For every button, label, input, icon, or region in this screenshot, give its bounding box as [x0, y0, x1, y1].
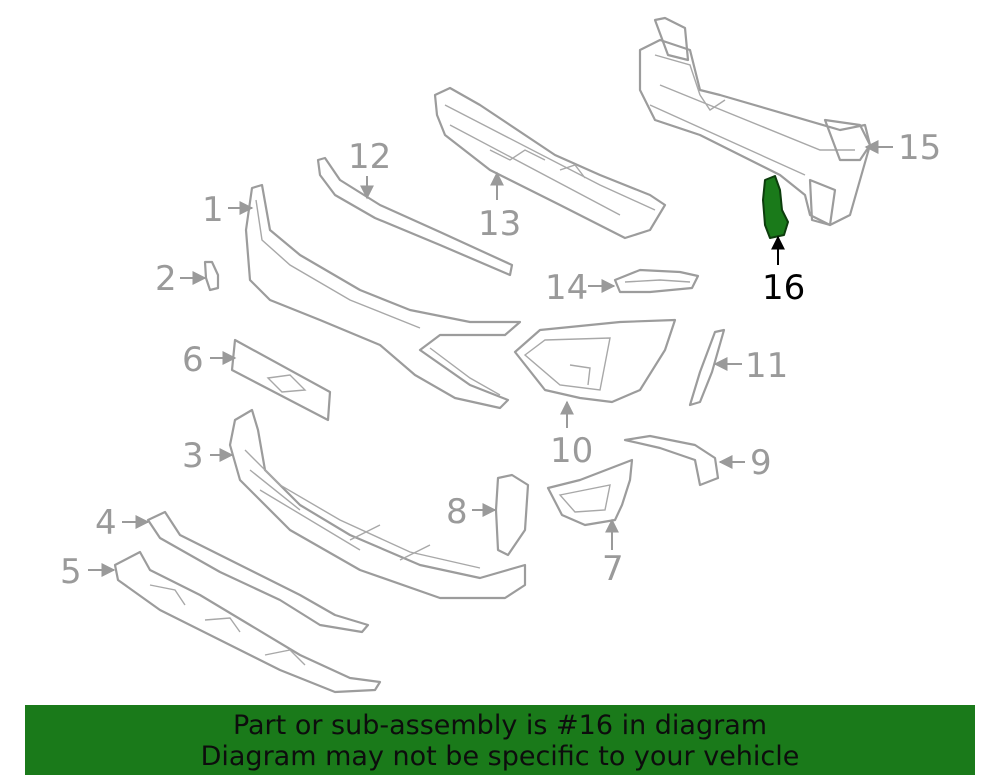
callout-numbers: 1 2 3 4 5 6 7 8 9 10 11 12 13 14 15 16	[60, 128, 941, 592]
part-2-clip	[203, 260, 220, 292]
callout-4: 4	[95, 503, 117, 543]
callout-14: 14	[545, 268, 588, 308]
callout-6: 6	[182, 340, 204, 380]
part-9-side-trim	[623, 434, 720, 487]
part-1-bumper-cover	[244, 183, 522, 410]
part-5-skid-plate	[113, 550, 382, 694]
callout-13: 13	[478, 204, 521, 244]
callout-5: 5	[60, 552, 82, 592]
banner-line-2: Diagram may not be specific to your vehi…	[200, 741, 800, 772]
callout-2: 2	[155, 259, 177, 299]
callout-1: 1	[202, 190, 224, 230]
part-3-lower-grille	[228, 408, 527, 600]
banner-line-1: Part or sub-assembly is #16 in diagram	[232, 710, 768, 741]
info-banner: Part or sub-assembly is #16 in diagram D…	[25, 705, 975, 775]
part-4-lower-trim	[146, 510, 370, 634]
callout-15: 15	[898, 128, 941, 168]
part-6-plate-bracket	[230, 338, 332, 422]
callout-12: 12	[348, 137, 391, 177]
callout-10: 10	[550, 431, 593, 471]
part-13-absorber	[433, 86, 667, 240]
leader-lines	[88, 140, 893, 577]
callout-8: 8	[446, 492, 468, 532]
part-16-bracket-highlighted	[762, 175, 789, 239]
part-10-lamp-housing	[513, 318, 677, 404]
part-11-side-trim	[688, 328, 726, 407]
part-14-bracket	[613, 268, 700, 294]
callout-11: 11	[745, 346, 788, 386]
part-12-trim-strip	[316, 156, 514, 277]
part-7-corner-bracket	[546, 458, 634, 527]
callout-9: 9	[750, 443, 772, 483]
callout-3: 3	[182, 436, 204, 476]
callout-7: 7	[602, 549, 624, 589]
part-15-reinforcement-beam	[638, 16, 872, 227]
part-8-insert	[494, 473, 530, 557]
callout-16: 16	[762, 268, 805, 308]
